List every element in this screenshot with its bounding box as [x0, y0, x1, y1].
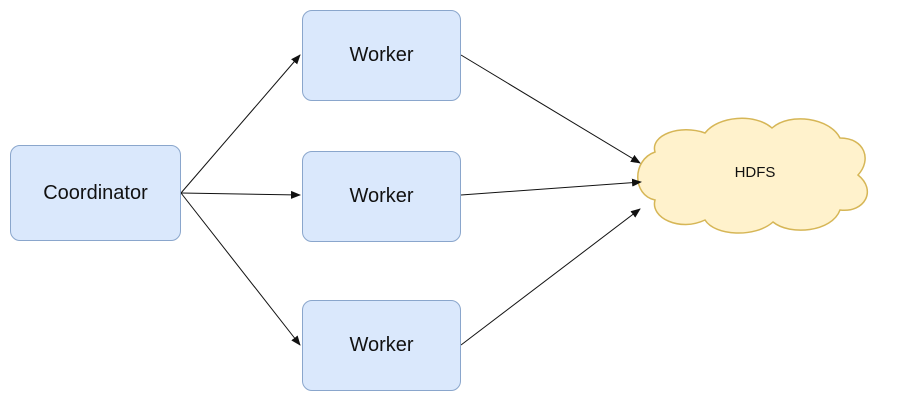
edge-coordinator-worker-3 — [180, 192, 301, 346]
worker-node-3: Worker — [302, 300, 461, 391]
worker-node-2: Worker — [302, 151, 461, 242]
edge-coordinator-worker-1 — [180, 54, 301, 194]
hdfs-label: HDFS — [734, 164, 776, 181]
edge-worker-2-hdfs — [460, 178, 642, 196]
edge-coordinator-worker-2 — [180, 190, 301, 199]
worker-2-label: Worker — [349, 185, 414, 207]
coordinator-label: Coordinator — [43, 181, 148, 204]
edge-worker-3-hdfs — [460, 208, 641, 346]
hdfs-cloud-shape — [637, 117, 869, 234]
coordinator-node: Coordinator — [10, 145, 181, 241]
edge-worker-1-hdfs — [460, 54, 641, 164]
worker-1-label: Worker — [349, 44, 414, 66]
worker-3-label: Worker — [349, 334, 414, 356]
worker-node-1: Worker — [302, 10, 461, 101]
